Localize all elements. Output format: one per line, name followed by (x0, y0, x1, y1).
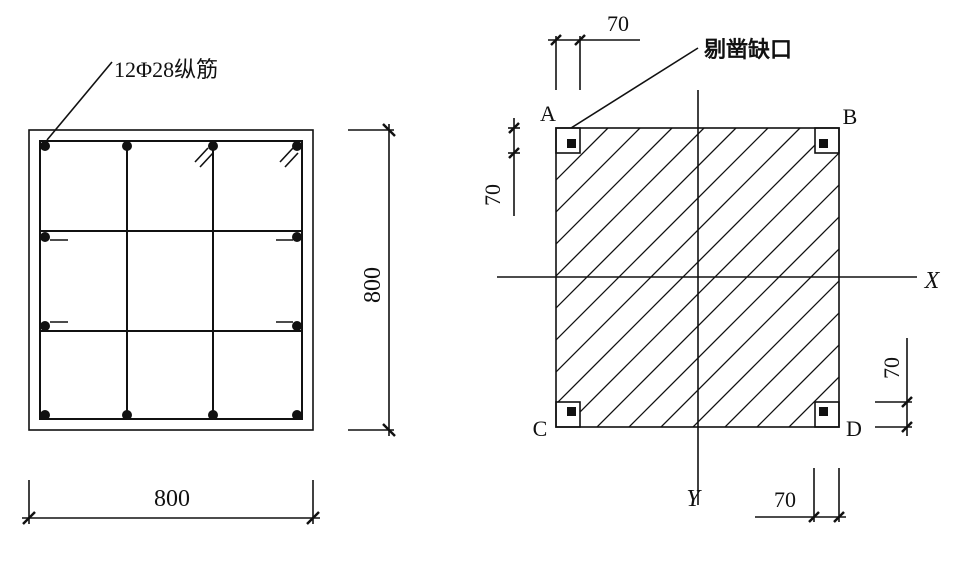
width-dim-text: 800 (154, 486, 190, 512)
rebar (40, 321, 50, 331)
hatch-line (820, 408, 839, 427)
hatch-line (596, 184, 839, 427)
hatch-line (724, 312, 839, 427)
hatch-line (756, 344, 839, 427)
hatch-line (628, 216, 839, 427)
x-axis-label: X (924, 268, 941, 294)
rebar (122, 410, 132, 420)
left-notch-dimension: 70 (480, 118, 520, 216)
corner-a-label: A (540, 101, 556, 126)
corner-b-label: B (843, 104, 858, 129)
rebar (40, 410, 50, 420)
hatch-line (556, 128, 833, 405)
column-section-chiseled: X Y A B C D 剔凿缺口 70 70 70 (480, 11, 941, 523)
width-dimension: 800 (22, 480, 320, 525)
tie-hooks (50, 147, 299, 323)
rebar-label: 12Φ28纵筋 (114, 57, 218, 82)
bottom-dim-text: 70 (774, 487, 796, 512)
hatch-line (556, 128, 577, 149)
hatch-line (788, 376, 839, 427)
rebar (292, 321, 302, 331)
rebar (122, 141, 132, 151)
rebar (292, 232, 302, 242)
hatch-line (556, 128, 705, 277)
rebars (40, 141, 302, 420)
column-outline (28, 129, 314, 431)
column-section-rebar: 12Φ28纵筋 800 800 (22, 57, 396, 525)
hatch-line (556, 128, 609, 181)
left-dim-text: 70 (480, 184, 505, 206)
corner-d-label: D (846, 416, 862, 441)
rebar (40, 232, 50, 242)
rebar (40, 141, 50, 151)
top-notch-dimension: 70 (548, 11, 640, 90)
rebar-leader (46, 61, 113, 141)
outer-stirrup (39, 140, 303, 420)
hatch-line (556, 128, 641, 213)
hatching (556, 128, 839, 427)
rebar (292, 141, 302, 151)
rebar (208, 410, 218, 420)
hatch-line (564, 152, 839, 427)
height-dimension: 800 (348, 123, 396, 437)
hatch-line (692, 280, 839, 427)
rebar (208, 141, 218, 151)
hatch-line (556, 128, 769, 341)
rebar (292, 410, 302, 420)
hatch-line (556, 128, 801, 373)
height-dim-text: 800 (360, 267, 386, 303)
corner-c-label: C (533, 416, 548, 441)
y-axis-label: Y (686, 486, 702, 512)
top-dim-text: 70 (607, 11, 629, 36)
hatch-line (556, 128, 673, 245)
hatch-line (660, 248, 839, 427)
bottom-notch-dimension: 70 (755, 468, 846, 523)
hatch-line (556, 128, 737, 309)
right-notch-dimension: 70 (875, 338, 913, 436)
right-dim-text: 70 (879, 357, 904, 379)
notch-label: 剔凿缺口 (703, 37, 792, 63)
notch-leader (570, 47, 699, 129)
